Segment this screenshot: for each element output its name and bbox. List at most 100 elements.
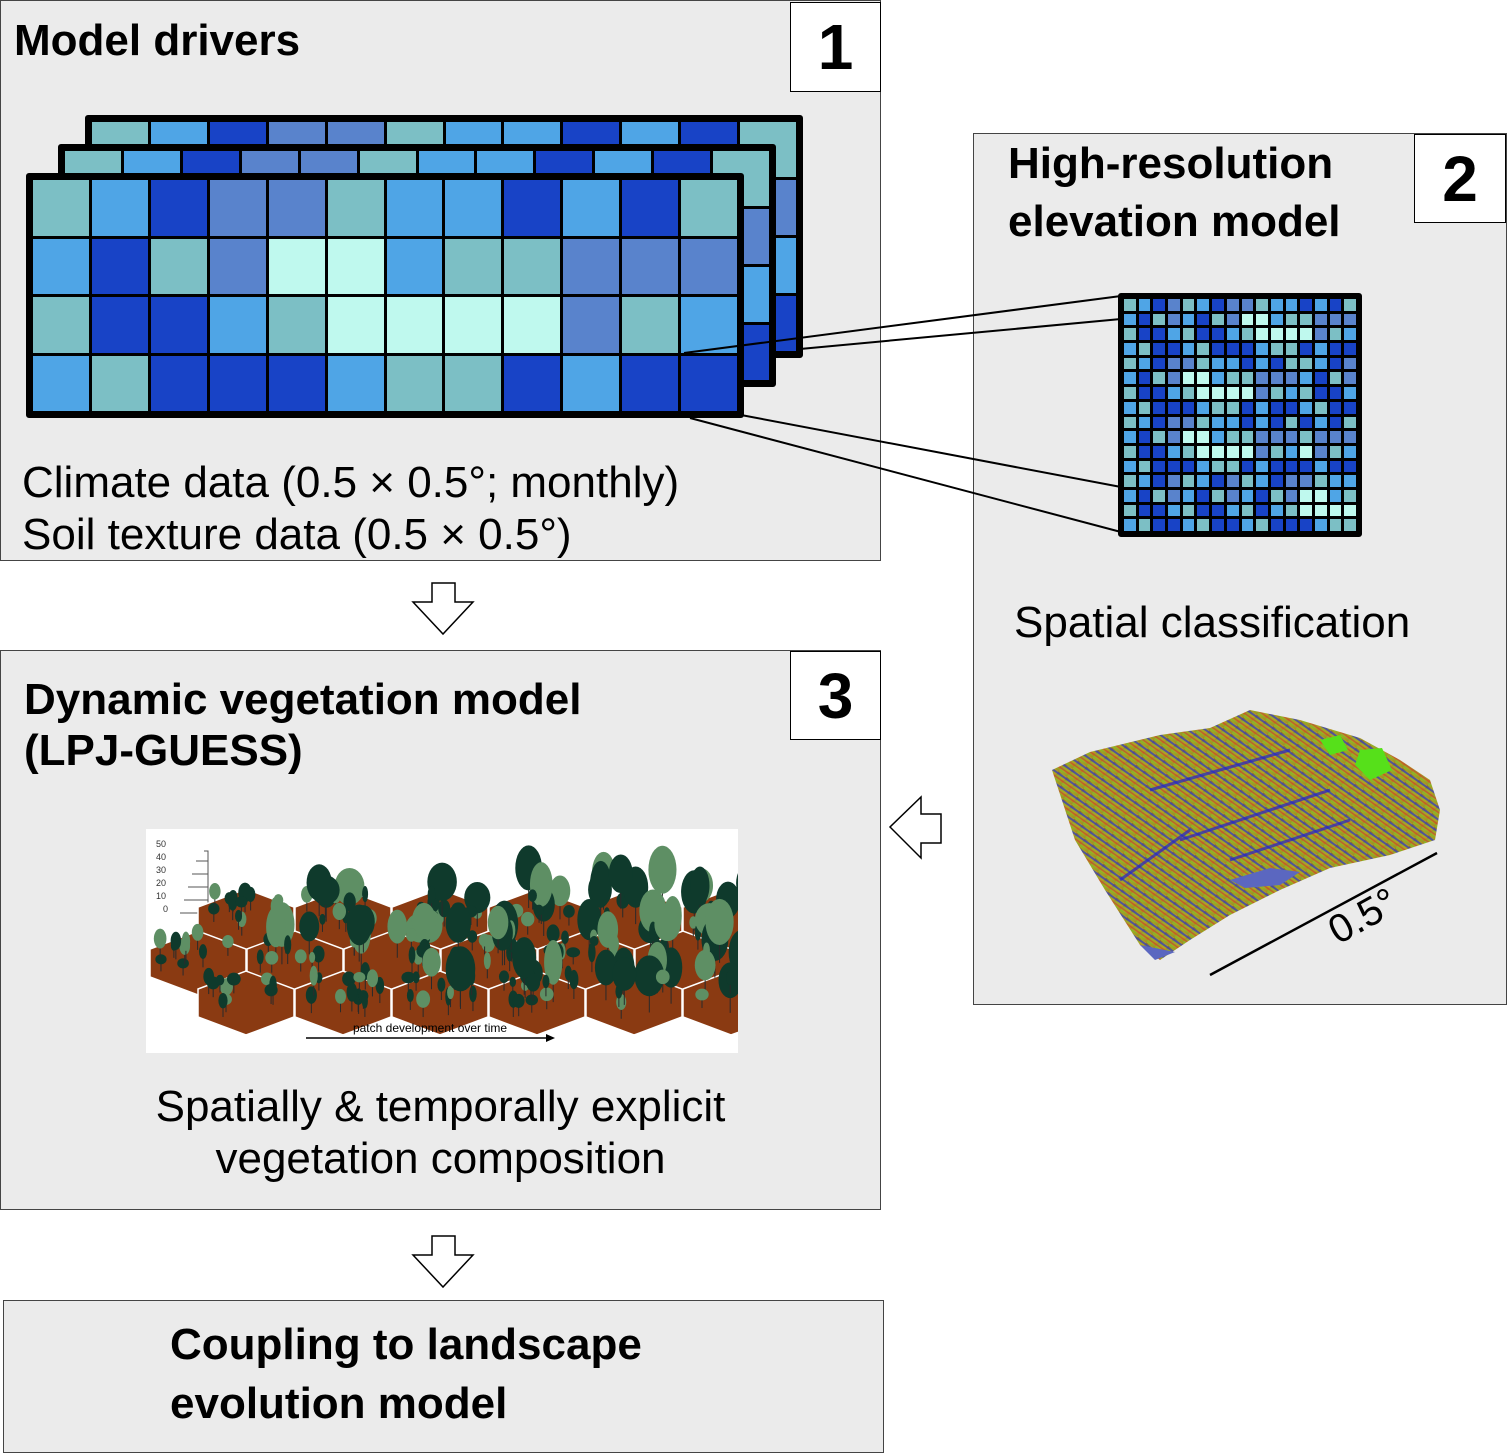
grid-cell [1329, 416, 1342, 429]
grid-cell [1344, 475, 1356, 487]
grid-cell [1153, 343, 1166, 355]
tree-crown [366, 969, 379, 988]
grid-cell [150, 297, 207, 353]
grid-cell [1344, 343, 1356, 355]
grid-cell [1212, 519, 1224, 531]
grid-cell [1256, 387, 1268, 399]
grid-cell [386, 238, 443, 294]
grid-cell [1241, 328, 1254, 341]
grid-cell [1138, 387, 1151, 399]
grid-cell [1124, 519, 1136, 531]
grid-cell [1329, 401, 1342, 414]
grid-cell [445, 355, 502, 411]
grid-cell [1168, 445, 1180, 458]
grid-cell [1212, 416, 1224, 429]
grid-cell [1124, 387, 1136, 399]
tree-crown [478, 933, 491, 947]
grid-cell [1168, 372, 1180, 385]
grid-cell [1300, 313, 1312, 326]
tree-crown [588, 942, 596, 963]
grid-cell [1329, 445, 1342, 458]
grid-cell [1300, 401, 1312, 414]
tree-crown [177, 958, 189, 969]
grid-cell [1285, 416, 1298, 429]
tree-crown [265, 951, 279, 965]
grid-cell [1138, 401, 1151, 414]
tree-crown [215, 974, 225, 986]
grid-cell [622, 355, 679, 411]
scale-bar-label: 0.5° [1321, 880, 1405, 953]
grid-cell [209, 297, 266, 353]
grid-cell [1241, 445, 1254, 458]
grid-cell [1153, 357, 1166, 370]
tree-crown [222, 935, 234, 948]
grid-cell [1153, 519, 1166, 531]
tree-crown [218, 993, 228, 1009]
grid-cell [1153, 416, 1166, 429]
tree-crown [695, 988, 709, 1001]
spatial-classification-label: Spatial classification [1014, 598, 1411, 647]
grid-cell [1270, 357, 1283, 370]
grid-cell [1124, 372, 1136, 385]
grid-cell [1197, 357, 1210, 370]
tree-crown [512, 993, 525, 1008]
grid-cell [1138, 445, 1151, 458]
grid-cell [1314, 519, 1327, 531]
tree-crown [335, 989, 346, 1004]
grid-cell [1256, 431, 1268, 443]
grid-cell [1256, 445, 1268, 458]
grid-cell [1124, 475, 1136, 487]
grid-cell [681, 355, 737, 411]
y-tick: 0 [163, 904, 168, 914]
grid-cell [1212, 313, 1224, 326]
grid-cell [1226, 328, 1239, 341]
grid-cell [150, 355, 207, 411]
grid-cell [1329, 431, 1342, 443]
y-tick: 10 [156, 891, 166, 901]
grid-cell [1182, 328, 1195, 341]
grid-cell [1270, 460, 1283, 473]
grid-cell [1300, 328, 1312, 341]
grid-cell [1197, 475, 1210, 487]
grid-cell [1270, 372, 1283, 385]
tree-crown [634, 955, 665, 997]
tree-crown [427, 885, 436, 904]
grid-cell [1124, 343, 1136, 355]
patch-development-figure: 50 40 30 20 10 0 patch development over … [146, 829, 780, 1053]
tree-crown [563, 904, 575, 918]
tree-crown [569, 969, 579, 990]
grid-cell [1153, 504, 1166, 517]
grid-cell [91, 355, 148, 411]
grid-cell [1256, 460, 1268, 473]
grid-cell [1153, 372, 1166, 385]
tree-crown [464, 881, 491, 914]
grid-cell [386, 180, 443, 236]
grid-cell [1226, 489, 1239, 502]
grid-cell [1212, 372, 1224, 385]
tree-crown [412, 971, 420, 984]
grid-cell [1197, 445, 1210, 458]
tree-crown [498, 970, 510, 983]
grid-cell [1124, 299, 1136, 311]
grid-cell [1241, 475, 1254, 487]
tree-crown [416, 990, 431, 1008]
tree-crown [256, 949, 264, 965]
grid-cell [1270, 416, 1283, 429]
grid-cell [1182, 445, 1195, 458]
grid-cell [1256, 416, 1268, 429]
grid-cell [1270, 431, 1283, 443]
tree-crown [191, 923, 204, 941]
grid-cell [1314, 489, 1327, 502]
tree-crown [208, 902, 220, 915]
tree-crown [332, 902, 347, 921]
grid-cell [1168, 357, 1180, 370]
grid-cell [33, 180, 89, 236]
tree-crown [445, 903, 471, 943]
grid-cell [681, 297, 737, 353]
tree-crown [525, 994, 538, 1006]
grid-cell [1329, 475, 1342, 487]
grid-cell [1212, 343, 1224, 355]
grid-cell [91, 180, 148, 236]
grid-cell [1197, 401, 1210, 414]
grid-cell [1212, 475, 1224, 487]
